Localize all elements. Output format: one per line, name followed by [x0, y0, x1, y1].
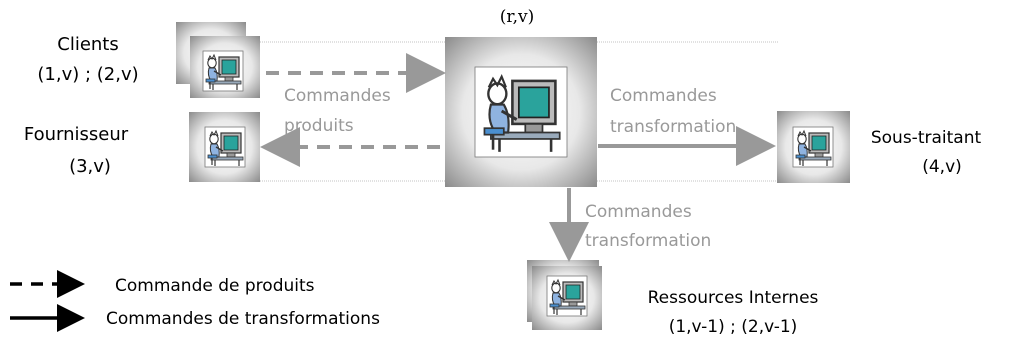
- edge-label-transformation-right-line2: transformation: [610, 117, 736, 137]
- ressources-label: Ressources Internes: [648, 288, 819, 308]
- sous-traitant-sub-label: (4,v): [922, 157, 962, 177]
- legend-dashed-label: Commande de produits: [115, 276, 315, 296]
- edge-label-commandes-produits-line2: produits: [284, 116, 354, 136]
- fournisseur-node: [189, 112, 260, 182]
- ressources-internes-node: [527, 260, 602, 330]
- clients-sub-label: (1,v) ; (2,v): [37, 64, 138, 85]
- edge-label-transformation-right-line1: Commandes: [610, 86, 717, 106]
- clients-node: [176, 22, 260, 98]
- fournisseur-label: Fournisseur: [24, 124, 129, 145]
- sous-traitant-node: [777, 111, 850, 183]
- center-node-label: (r,v): [500, 7, 535, 27]
- edge-label-transformation-down-line2: transformation: [585, 231, 711, 251]
- sous-traitant-label: Sous-traitant: [871, 128, 982, 148]
- fournisseur-sub-label: (3,v): [69, 156, 111, 177]
- edge-label-transformation-down-line1: Commandes: [585, 202, 692, 222]
- ressources-sub-label: (1,v-1) ; (2,v-1): [669, 317, 798, 337]
- center-node: [445, 37, 597, 187]
- legend: Commande de produits Commandes de transf…: [10, 270, 380, 332]
- edge-label-commandes-produits-line1: Commandes: [284, 86, 391, 106]
- legend-solid-label: Commandes de transformations: [106, 309, 380, 329]
- clients-label: Clients: [57, 34, 119, 55]
